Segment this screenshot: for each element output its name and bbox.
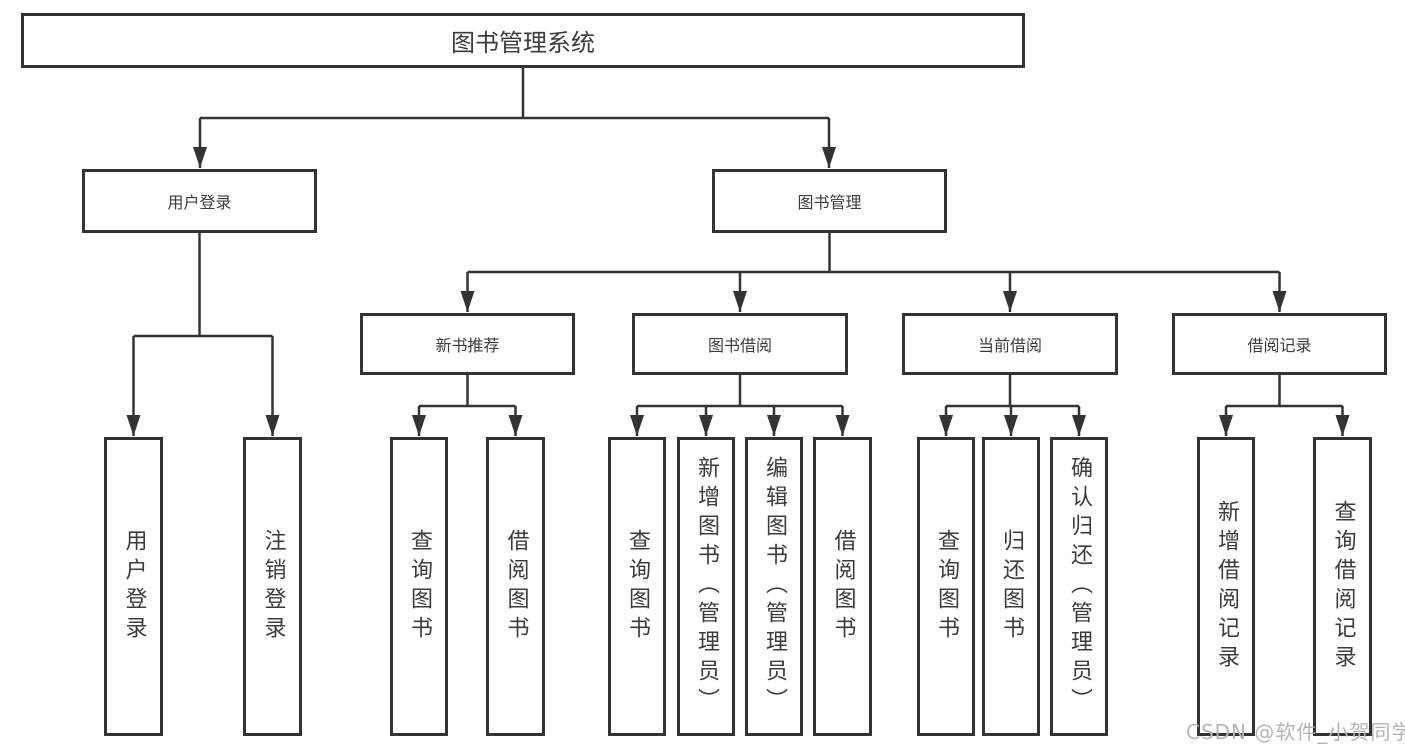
node-root: 图书管理系统 [21, 13, 1025, 68]
leaf-bb-add-book-admin: 新增图书（管理员） [677, 437, 735, 736]
node-book-management: 图书管理 [712, 169, 947, 233]
watermark: CSDN @软件_小贺同学 [1186, 720, 1405, 744]
leaf-cb-query-book: 查询图书 [917, 437, 975, 736]
leaf-bb-add-book-admin-label: 新增图书（管理员） [694, 456, 719, 717]
node-user-login-label: 用户登录 [167, 193, 232, 212]
leaf-cb-query-book-label: 查询图书 [934, 528, 959, 645]
node-borrow-record-label: 借阅记录 [1247, 336, 1312, 355]
leaf-br-add-record-label: 新增借阅记录 [1214, 499, 1239, 674]
leaf-nbr-borrow-book-label: 借阅图书 [503, 528, 529, 645]
leaf-bb-borrow-book-label: 借阅图书 [830, 528, 856, 645]
node-new-book-recommend: 新书推荐 [360, 313, 575, 375]
leaf-bb-query-book-label: 查询图书 [625, 528, 650, 645]
node-root-label: 图书管理系统 [451, 29, 595, 57]
leaf-br-query-record-label: 查询借阅记录 [1330, 499, 1356, 674]
node-user-login: 用户登录 [82, 169, 317, 233]
leaf-user-login-label: 用户登录 [121, 528, 147, 645]
leaf-bb-edit-book-admin: 编辑图书（管理员） [745, 437, 803, 736]
leaf-logout: 注销登录 [243, 437, 302, 736]
leaf-nbr-borrow-book: 借阅图书 [486, 437, 545, 736]
leaf-cb-confirm-return-admin: 确认归还（管理员） [1050, 437, 1108, 736]
node-book-borrow: 图书借阅 [632, 313, 848, 375]
leaf-bb-borrow-book: 借阅图书 [813, 437, 872, 736]
node-borrow-record: 借阅记录 [1172, 313, 1387, 375]
leaf-user-login: 用户登录 [104, 437, 163, 736]
leaf-cb-return-book: 归还图书 [982, 437, 1040, 736]
leaf-bb-query-book: 查询图书 [608, 437, 666, 736]
node-current-borrow: 当前借阅 [902, 313, 1118, 375]
node-book-borrow-label: 图书借阅 [707, 336, 772, 355]
leaf-cb-confirm-return-admin-label: 确认归还（管理员） [1067, 456, 1092, 717]
leaf-logout-label: 注销登录 [260, 528, 286, 645]
node-current-borrow-label: 当前借阅 [977, 336, 1042, 355]
leaf-nbr-query-book-label: 查询图书 [407, 528, 432, 645]
leaf-cb-return-book-label: 归还图书 [999, 528, 1024, 645]
leaf-br-add-record: 新增借阅记录 [1197, 437, 1255, 736]
leaf-bb-edit-book-admin-label: 编辑图书（管理员） [762, 456, 787, 717]
node-new-book-recommend-label: 新书推荐 [435, 336, 500, 355]
leaf-br-query-record: 查询借阅记录 [1313, 437, 1372, 736]
leaf-nbr-query-book: 查询图书 [390, 437, 448, 736]
node-book-management-label: 图书管理 [797, 193, 862, 212]
